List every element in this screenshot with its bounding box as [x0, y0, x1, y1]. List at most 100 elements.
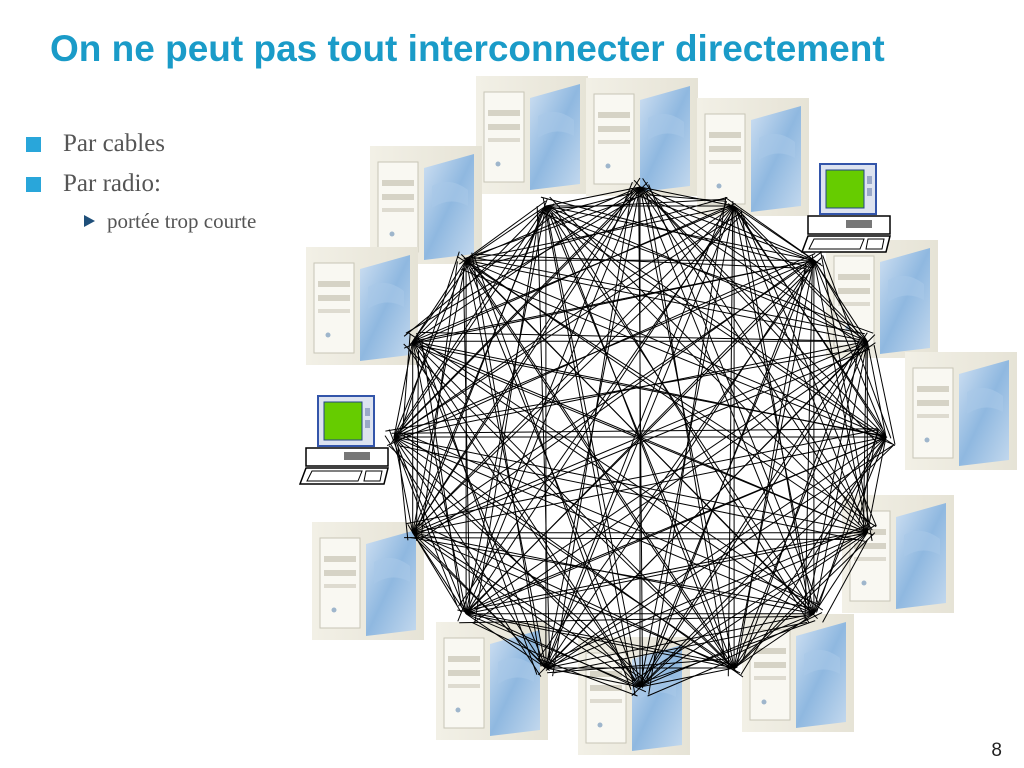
mesh-link	[459, 200, 546, 265]
mesh-link	[536, 210, 874, 334]
mesh-link	[393, 341, 414, 438]
mesh-link	[630, 187, 871, 351]
bullet-list: Par cables Par radio: portée trop courte	[26, 124, 256, 238]
mesh-link	[410, 537, 812, 609]
mesh-link	[404, 537, 859, 540]
tower-computer-icon	[475, 75, 589, 195]
mesh-link	[407, 331, 824, 611]
mesh-link	[465, 340, 868, 615]
mesh-link	[733, 436, 887, 669]
mesh-link	[418, 198, 548, 526]
mesh-link	[412, 341, 641, 688]
mesh-connections	[384, 177, 896, 697]
mesh-link	[540, 196, 812, 269]
mesh-link	[463, 607, 647, 693]
mesh-link	[545, 205, 641, 688]
mesh-link	[421, 534, 650, 684]
mesh-link	[545, 205, 735, 669]
desktop-computer-icon	[801, 163, 891, 253]
desktop-computer-icon	[299, 395, 389, 485]
page-number: 8	[991, 740, 1002, 761]
mesh-link	[471, 252, 542, 667]
mesh-link	[407, 347, 636, 682]
mesh-link	[393, 205, 547, 438]
mesh-link	[412, 341, 547, 669]
square-bullet-icon	[26, 176, 41, 192]
mesh-link	[538, 658, 638, 697]
mesh-link	[405, 428, 880, 525]
mesh-link	[873, 344, 896, 445]
mesh-link	[740, 438, 887, 676]
mesh-link	[465, 205, 547, 261]
mesh-link	[742, 338, 861, 660]
mesh-link	[537, 265, 815, 661]
mesh-link	[465, 260, 547, 669]
mesh-link	[639, 186, 868, 342]
mesh-link	[553, 621, 808, 674]
mesh-link	[420, 251, 823, 540]
mesh-link	[473, 342, 876, 623]
mesh-link	[421, 345, 884, 437]
mesh-link	[545, 205, 815, 615]
mesh-link	[418, 331, 859, 342]
mesh-link	[397, 444, 409, 541]
mesh-link	[553, 524, 869, 660]
mesh-link	[632, 524, 876, 682]
mesh-link	[866, 341, 887, 438]
mesh-link	[866, 436, 887, 533]
mesh-link	[393, 436, 868, 534]
tower-computer-icon	[904, 351, 1018, 471]
mesh-link	[467, 531, 861, 611]
mesh-link	[732, 532, 876, 671]
triangle-bullet-icon	[84, 215, 95, 227]
mesh-link	[822, 539, 868, 623]
mesh-link	[403, 343, 739, 674]
mesh-link	[639, 186, 735, 207]
mesh-link	[412, 205, 547, 533]
mesh-link	[474, 253, 806, 269]
bullet-text: Par cables	[63, 130, 166, 157]
mesh-link	[418, 523, 741, 674]
bullet-text: Par radio:	[63, 170, 161, 197]
tower-computer-icon	[825, 239, 939, 359]
mesh-link	[465, 259, 887, 438]
mesh-link	[399, 445, 865, 542]
tower-computer-icon	[585, 77, 699, 197]
tower-computer-icon	[305, 246, 419, 366]
mesh-link	[545, 205, 868, 534]
mesh-link	[554, 192, 634, 214]
mesh-link	[554, 208, 810, 624]
mesh-link	[542, 197, 636, 696]
mesh-link	[724, 196, 823, 267]
mesh-link	[474, 436, 888, 609]
mesh-link	[393, 260, 467, 438]
mesh-link	[804, 255, 814, 622]
mesh-link	[409, 265, 468, 346]
mesh-link	[633, 179, 878, 444]
mesh-link	[385, 348, 861, 432]
mesh-link	[639, 667, 735, 688]
mesh-link	[471, 196, 728, 270]
mesh-link	[474, 258, 632, 690]
mesh-link	[536, 206, 551, 660]
mesh-link	[549, 196, 872, 525]
mesh-link	[545, 667, 641, 688]
slide-title: On ne peut pas tout interconnecter direc…	[50, 28, 885, 69]
mesh-link	[816, 430, 879, 613]
mesh-link	[421, 261, 458, 534]
mesh-link	[474, 214, 540, 622]
mesh-link	[465, 613, 547, 669]
mesh-link	[384, 435, 542, 677]
mesh-link	[416, 332, 538, 675]
mesh-link	[403, 214, 554, 337]
mesh-link	[402, 432, 821, 606]
mesh-link	[469, 256, 865, 335]
mesh-link	[465, 613, 641, 688]
mesh-link	[419, 214, 743, 525]
mesh-link	[399, 251, 460, 435]
mesh-link	[540, 210, 896, 447]
mesh-link	[736, 211, 883, 429]
mesh-link	[460, 268, 893, 445]
mesh-link	[639, 532, 868, 688]
bullet-cables: Par cables	[26, 124, 256, 164]
